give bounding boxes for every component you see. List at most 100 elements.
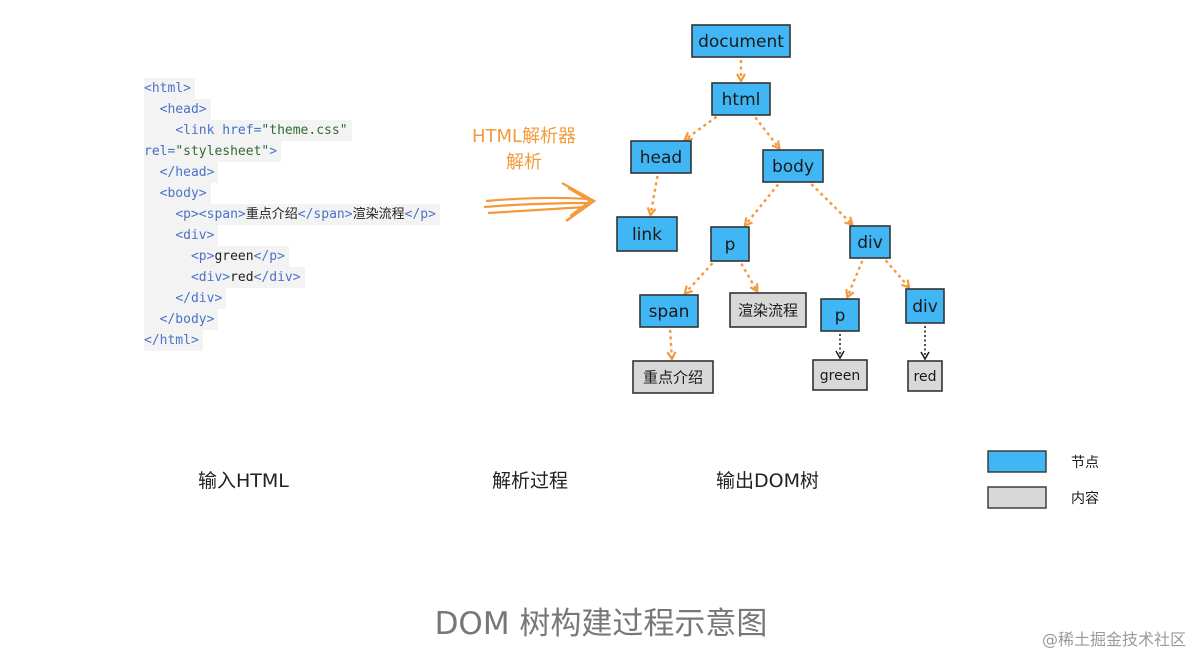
- legend-content-label: 内容: [1071, 490, 1099, 507]
- tree-nodes: document html head body link p div span 渲染流程 p div…: [616, 24, 945, 394]
- node-div1: div: [849, 225, 891, 259]
- edge-body-div1: [810, 183, 851, 224]
- node-p2: p: [820, 298, 860, 332]
- code-token: >: [269, 144, 278, 159]
- code-line: <body>: [144, 183, 211, 204]
- node-link: link: [616, 216, 678, 252]
- code-token: <html>: [144, 81, 191, 96]
- node-box: [616, 216, 678, 252]
- code-token: green: [214, 249, 254, 264]
- node-label: span: [649, 302, 690, 322]
- code-token: <link: [175, 123, 223, 138]
- node-box: [907, 360, 943, 392]
- node-box: [710, 226, 750, 262]
- code-line: <div>: [144, 225, 219, 246]
- code-token: </head>: [159, 165, 215, 180]
- code-line: <div>red</div>: [144, 267, 305, 288]
- node-label: p: [725, 235, 736, 255]
- code-token: =: [167, 144, 176, 159]
- code-token: </p>: [404, 207, 436, 222]
- code-token: 渲染流程: [352, 207, 405, 222]
- legend-element: 节点: [987, 450, 1099, 473]
- node-box: [762, 149, 824, 183]
- node-label: document: [698, 32, 784, 52]
- code-token: </html>: [144, 333, 199, 348]
- node-body: body: [762, 149, 824, 183]
- node-box: [639, 294, 699, 328]
- legend-element-swatch: [987, 450, 1047, 473]
- node-box: [630, 140, 692, 174]
- edge-html-body: [754, 116, 778, 147]
- node-div2: div: [905, 288, 945, 324]
- node-box: [820, 298, 860, 332]
- code-line: <html>: [144, 78, 195, 99]
- node-html: html: [711, 82, 771, 116]
- code-line: </div>: [144, 288, 227, 309]
- code-token: <div>: [175, 228, 215, 243]
- node-label: head: [640, 148, 682, 168]
- node-p1: p: [710, 226, 750, 262]
- code-token: <head>: [159, 102, 207, 117]
- code-line: <link href="theme.css": [144, 120, 352, 141]
- watermark: @稀土掘金技术社区: [1041, 630, 1186, 649]
- code-token: </div>: [175, 291, 223, 306]
- code-token: "stylesheet": [175, 144, 270, 159]
- code-token: rel: [144, 144, 168, 159]
- edge-p1-t_render: [740, 263, 756, 291]
- node-label: 重点介绍: [643, 369, 703, 387]
- node-label: green: [820, 368, 860, 384]
- code-token: <body>: [159, 186, 207, 201]
- code-line: </head>: [144, 162, 219, 183]
- node-box: [905, 288, 945, 324]
- legend-content-swatch: [987, 486, 1047, 509]
- node-box: [812, 359, 868, 391]
- parser-label-line2: 解析: [506, 152, 542, 173]
- stage-output-label: 输出DOM树: [716, 470, 819, 492]
- code-line: <head>: [144, 99, 211, 120]
- code-line: </html>: [144, 330, 203, 351]
- edge-div1-p2: [848, 260, 864, 296]
- node-span: span: [639, 294, 699, 328]
- code-line: rel="stylesheet">: [144, 141, 282, 162]
- node-label: p: [835, 306, 846, 326]
- tree-edges: [651, 60, 930, 358]
- legend: 节点 内容: [987, 450, 1099, 509]
- code-token: <div>: [190, 270, 231, 285]
- node-box: [632, 360, 714, 394]
- edge-span-t_key: [670, 329, 672, 358]
- node-label: red: [914, 369, 937, 385]
- node-t_green: green: [812, 359, 868, 391]
- code-token: <p>: [190, 249, 215, 264]
- code-token: </div>: [253, 270, 301, 285]
- node-label: html: [722, 90, 761, 110]
- code-token: <p><span>: [175, 207, 246, 222]
- code-line: <p>green</p>: [144, 246, 289, 267]
- stage-process-label: 解析过程: [492, 470, 569, 492]
- stage-input-label: 输入HTML: [198, 470, 289, 492]
- node-head: head: [630, 140, 692, 174]
- edge-p1-span: [686, 262, 714, 293]
- node-label: 渲染流程: [738, 302, 798, 320]
- parser-label: HTML解析器 解析: [462, 124, 586, 176]
- code-token: </span>: [297, 207, 353, 222]
- node-t_red: red: [907, 360, 943, 392]
- parser-label-line1: HTML解析器: [471, 126, 577, 147]
- node-box: [691, 24, 791, 58]
- node-t_key: 重点介绍: [632, 360, 714, 394]
- code-line: </body>: [144, 309, 219, 330]
- code-token: href: [222, 123, 254, 138]
- node-label: div: [857, 233, 883, 253]
- code-token: "theme.css": [261, 123, 348, 138]
- figure-caption: DOM 树构建过程示意图: [434, 606, 768, 642]
- code-token: =: [253, 123, 262, 138]
- node-box: [849, 225, 891, 259]
- edge-head-link: [651, 175, 659, 214]
- edge-div1-div2: [884, 259, 909, 286]
- code-token: 重点介绍: [245, 207, 298, 222]
- node-t_render: 渲染流程: [729, 292, 807, 328]
- node-document: document: [691, 24, 791, 58]
- parse-arrow: [483, 181, 597, 222]
- code-token: </p>: [253, 249, 285, 264]
- legend-content: 内容: [987, 486, 1099, 509]
